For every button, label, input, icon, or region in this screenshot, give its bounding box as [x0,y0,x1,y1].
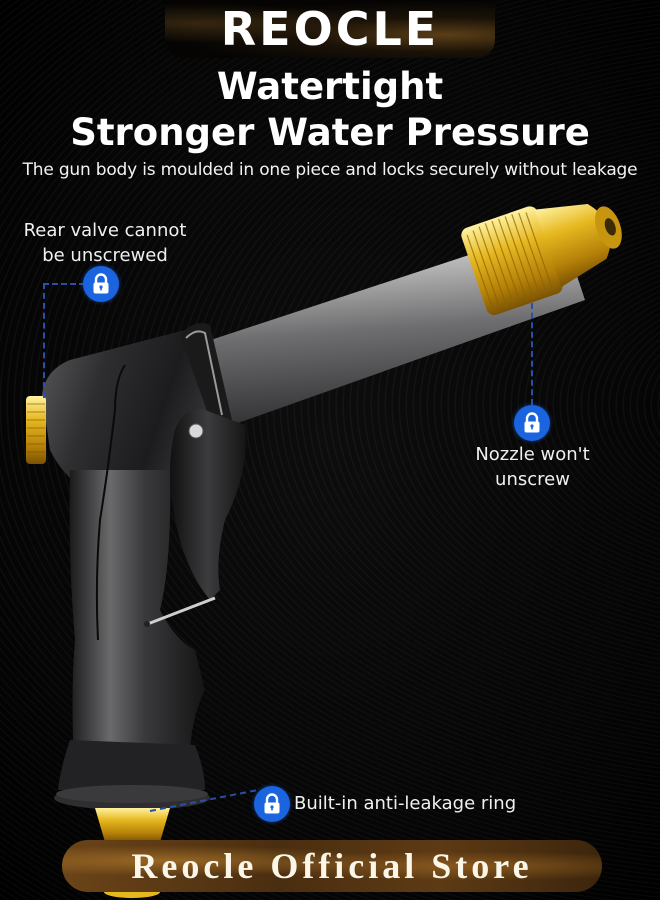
callout-rear-valve-leader-h [43,283,85,285]
callout-nozzle-text: Nozzle won't unscrew [455,442,610,492]
callout-rear-valve-line1: Rear valve cannot [23,220,187,241]
callout-rear-valve-text: Rear valve cannot be unscrewed [10,218,200,268]
callout-ring-text: Built-in anti-leakage ring [294,793,517,814]
headline-line2: Stronger Water Pressure [70,111,590,154]
store-banner: Reocle Official Store [62,840,602,892]
store-label: Reocle Official Store [131,846,533,886]
callout-rear-valve-line2: be unscrewed [42,245,168,266]
headline-subtitle: The gun body is moulded in one piece and… [22,160,638,180]
headline-line1: Watertight [216,65,444,108]
lock-icon [514,405,550,441]
lock-icon [83,266,119,302]
callout-nozzle-leader [531,303,533,405]
logo-band: REOCLE [165,0,495,58]
lock-icon [254,786,290,822]
brand-logo: REOCLE [220,2,440,56]
callout-rear-valve-leader-v [43,283,45,398]
callout-nozzle-line2: unscrew [495,469,570,490]
callout-nozzle-line1: Nozzle won't [475,444,590,465]
